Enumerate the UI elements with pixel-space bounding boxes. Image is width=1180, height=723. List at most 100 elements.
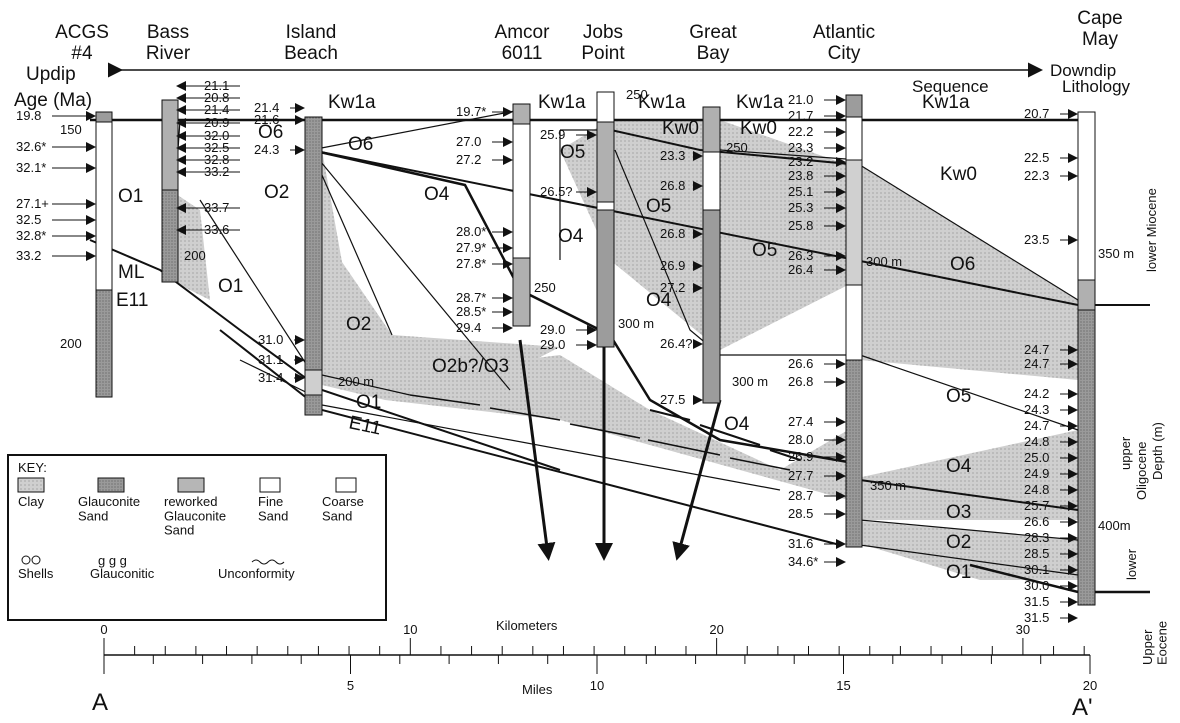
age-value: 33.2 [16, 248, 41, 263]
age-annotation: 28.5 [1024, 546, 1078, 561]
epoch-label: lower [1124, 548, 1139, 580]
km-tick-label: 30 [1016, 622, 1030, 637]
mile-tick-label: 20 [1083, 678, 1097, 693]
age-value: 26.9 [788, 449, 813, 464]
age-annotation: 25.7 [1024, 498, 1078, 513]
age-value: 31.1 [258, 352, 283, 367]
age-value: 23.8 [788, 168, 813, 183]
age-annotation: 21.0 [788, 92, 846, 107]
age-annotation: 26.4 [788, 262, 846, 277]
key-glauconitic-label: Glauconitic [90, 566, 155, 581]
seq-label: O4 [646, 290, 672, 311]
epoch-label: lower Miocene [1144, 188, 1159, 272]
age-annotation: 27.5 [660, 392, 703, 407]
seq-label: O5 [946, 386, 971, 407]
age-annotation: 32.8 [176, 152, 240, 167]
age-annotation: 29.0 [540, 322, 597, 337]
seq-label: O4 [424, 184, 450, 205]
seq-label: Kw1a [638, 92, 686, 113]
seq-label: O4 [946, 456, 972, 477]
age-value: 26.3 [788, 248, 813, 263]
age-annotation: 24.7 [1024, 418, 1078, 433]
age-annotation: 24.2 [1024, 386, 1078, 401]
seq-label: O1 [946, 562, 971, 583]
seq-label: Kw1a [922, 92, 970, 113]
age-value: 24.8 [1024, 434, 1049, 449]
age-annotation: 25.8 [788, 218, 846, 233]
age-annotation: 26.6 [788, 356, 846, 371]
seq-label: E11 [116, 290, 148, 311]
age-value: 21.0 [788, 92, 813, 107]
updip-label: Updip [26, 64, 76, 85]
age-annotation: 28.5* [456, 304, 513, 319]
age-value: 24.3 [1024, 402, 1049, 417]
km-label: Kilometers [496, 618, 558, 633]
age-annotation: 32.5 [16, 212, 96, 227]
age-value: 28.5 [788, 506, 813, 521]
depth-mark: 350 m [870, 478, 906, 493]
age-value: 31.5 [1024, 610, 1049, 625]
age-values: 19.832.6*32.1*27.1+32.532.8*33.221.120.8… [16, 78, 1078, 625]
age-value: 26.9 [660, 258, 685, 273]
age-annotation: 22.2 [788, 124, 846, 139]
km-tick-label: 0 [100, 622, 107, 637]
glauconitic-symbol: g g g [98, 553, 127, 568]
age-value: 28.5* [456, 304, 486, 319]
age-annotation: 26.8 [660, 226, 703, 241]
age-annotation: 24.9 [1024, 466, 1078, 481]
age-value: 24.9 [1024, 466, 1049, 481]
age-value: 34.6* [788, 554, 818, 569]
age-value: 26.8 [660, 178, 685, 193]
age-value: 22.3 [1024, 168, 1049, 183]
age-annotation: 32.1* [16, 160, 96, 175]
age-annotation: 31.4 [258, 370, 305, 385]
projection-arrows [518, 339, 722, 561]
age-annotation: 21.1 [176, 78, 240, 93]
age-annotation: 31.0 [258, 332, 305, 347]
age-annotation: 20.8 [176, 90, 240, 105]
age-value: 24.8 [1024, 482, 1049, 497]
depth-mark: 250 [726, 140, 748, 155]
depth-marks: 150 200 200 200 m 250 250 300 m 250 300 … [60, 87, 1134, 533]
age-value: 24.7 [1024, 342, 1049, 357]
seq-label: O4 [558, 226, 584, 247]
seq-label: O6 [950, 254, 975, 275]
lithology-header: Lithology [1062, 77, 1131, 96]
age-annotation: 27.2 [456, 152, 513, 167]
age-value: 23.2 [788, 154, 813, 169]
age-value: 27.8* [456, 256, 486, 271]
age-value: 26.6 [788, 356, 813, 371]
age-value: 25.7 [1024, 498, 1049, 513]
age-annotation: 31.5 [1024, 594, 1078, 609]
age-annotation: 19.7* [456, 104, 513, 119]
age-annotation: 25.3 [788, 200, 846, 215]
age-annotation: 32.5 [176, 140, 240, 155]
age-value: 27.2 [456, 152, 481, 167]
age-annotation: 21.4 [254, 100, 305, 115]
age-annotation: 23.3 [660, 148, 703, 163]
age-annotation: 33.6 [176, 222, 240, 237]
age-value: 21.6 [254, 112, 279, 127]
well-title-acgs: ACGS#4 [55, 22, 109, 64]
age-value: 28.7* [456, 290, 486, 305]
age-value: 32.5 [16, 212, 41, 227]
key-swatch-glauconite [97, 477, 125, 493]
age-value: 25.8 [788, 218, 813, 233]
depth-mark: 300 m [732, 374, 768, 389]
age-annotation: 21.6 [254, 112, 305, 127]
key-clay-label: Clay [18, 494, 45, 509]
seq-label: O2b?/O3 [432, 356, 509, 377]
age-annotation: 23.8 [788, 168, 846, 183]
age-value: 27.7 [788, 468, 813, 483]
age-value: 21.4 [254, 100, 279, 115]
age-value: 28.0* [456, 224, 486, 239]
age-annotation: 32.6* [16, 139, 96, 154]
key-unconformity-label: Unconformity [218, 566, 295, 581]
